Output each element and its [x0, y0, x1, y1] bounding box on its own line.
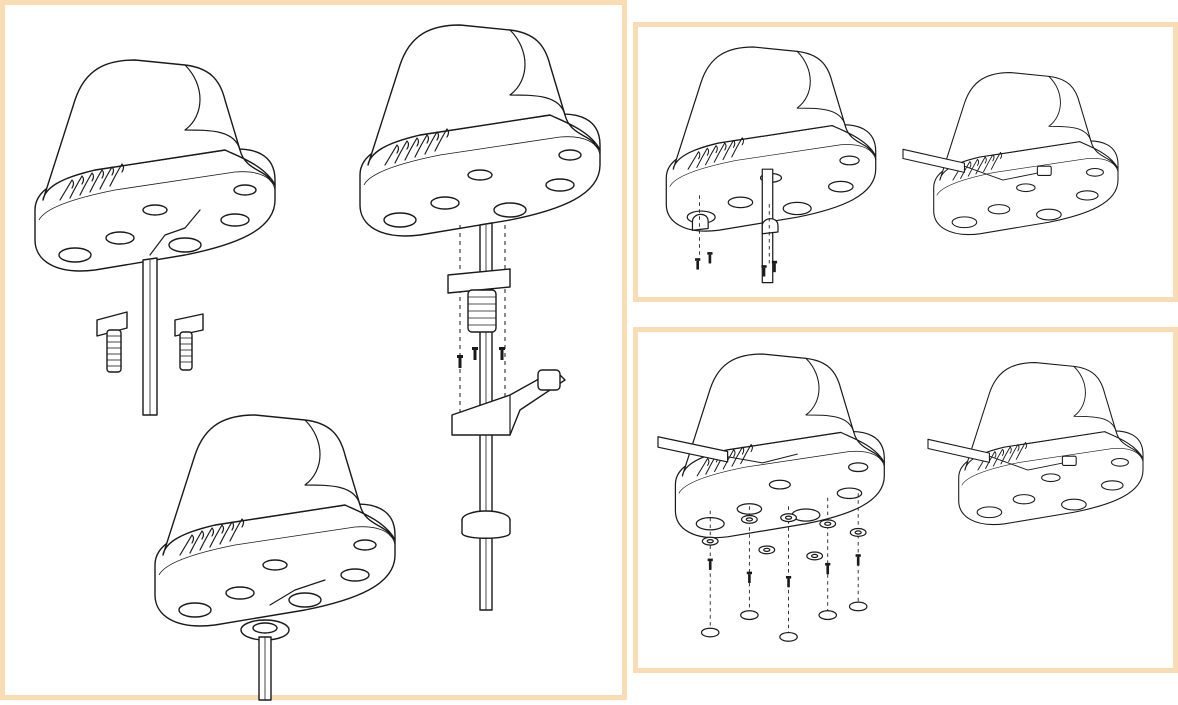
screw: [746, 571, 752, 583]
antenna-housing: [674, 353, 885, 539]
adhesive-pad: [848, 601, 868, 612]
cable: [258, 636, 272, 701]
antenna-step-nut-fixed-illustration: [154, 414, 396, 701]
antenna-housing: [359, 24, 601, 237]
screw: [707, 252, 713, 264]
antenna-housing: [154, 414, 396, 627]
washer: [740, 514, 758, 524]
washer: [780, 513, 797, 523]
main-instruction-panel: [0, 0, 627, 701]
antenna-screw-bracket-assembled-illustration: [902, 71, 1119, 236]
adhesive-pad: [779, 631, 798, 642]
screw: [472, 347, 478, 360]
washer: [806, 551, 824, 561]
adhesive-mount-instruction-panel: [633, 327, 1178, 673]
nut: [240, 619, 290, 641]
screw-mount-instruction-panel: [633, 22, 1178, 302]
antenna-housing: [958, 361, 1144, 526]
screw: [855, 554, 861, 566]
threaded-mount-bracket: [96, 311, 204, 373]
pole-clamp-bracket: [451, 369, 566, 436]
washer: [849, 527, 867, 537]
mounting-plate: [447, 268, 511, 333]
adhesive-pad: [700, 627, 720, 638]
antenna-housing: [34, 59, 276, 272]
mounting-bracket: [1061, 455, 1077, 466]
screw: [457, 355, 463, 368]
cable: [927, 438, 990, 463]
antenna-screw-bracket-exploded-illustration: [665, 46, 877, 284]
screw: [785, 575, 792, 588]
cable: [142, 257, 158, 416]
screw: [499, 347, 505, 360]
antenna-adhesive-pads-exploded-illustration: [657, 353, 885, 642]
screw: [707, 558, 713, 570]
cable: [657, 436, 729, 463]
nut: [461, 510, 511, 539]
antenna-adhesive-pads-assembled-illustration: [927, 361, 1144, 526]
adhesive-pad: [818, 610, 838, 621]
antenna-step-threaded-mount-illustration: [34, 59, 276, 416]
washer: [758, 545, 776, 555]
washer: [701, 536, 719, 546]
cable: [902, 148, 965, 173]
antenna-housing: [933, 71, 1119, 236]
mounting-bracket: [1036, 165, 1052, 176]
adhesive-pad: [740, 610, 759, 621]
screw: [825, 562, 831, 575]
antenna-step-pole-mount-illustration: [359, 24, 601, 611]
washer: [819, 519, 837, 529]
screw: [695, 258, 701, 270]
mounting-bracket: [691, 213, 779, 235]
